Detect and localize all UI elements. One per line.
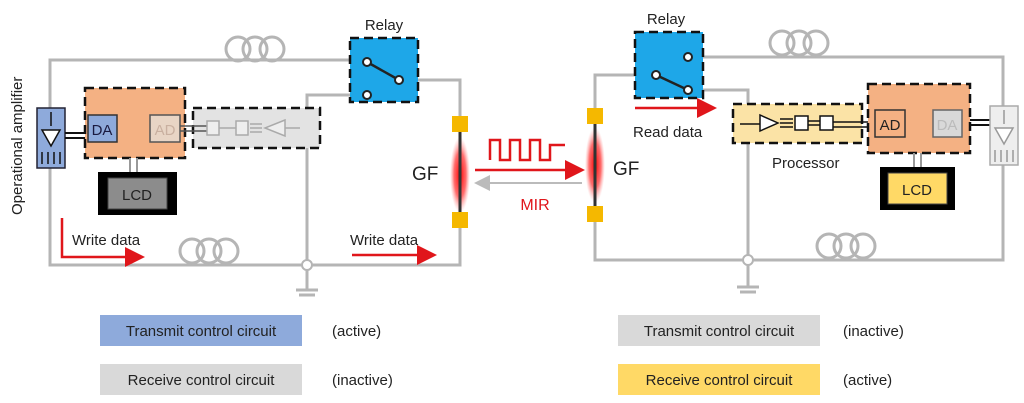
da-block	[932, 109, 963, 138]
write-data-arrow	[60, 218, 145, 267]
legend-swatch	[618, 315, 820, 346]
coil-icon	[815, 232, 877, 260]
ad-label: AD	[155, 122, 176, 139]
processor-chain-icon	[180, 118, 300, 138]
op-amp-label: Operational amplifier	[9, 77, 26, 215]
relay	[633, 30, 705, 100]
coil-icon	[768, 29, 830, 57]
glass-fiber-right	[585, 108, 605, 222]
glass-fiber-left	[450, 116, 470, 228]
legend-label: Transmit control circuit	[644, 323, 795, 340]
right-circuit: Relay Read data Processor AD DA	[585, 11, 1019, 294]
coil-icon	[178, 237, 240, 265]
relay-label: Relay	[365, 17, 404, 34]
relay	[348, 36, 420, 104]
legend-swatch	[100, 315, 302, 346]
relay-label: Relay	[647, 11, 686, 28]
legend-label: Receive control circuit	[646, 372, 794, 389]
junction	[742, 254, 754, 266]
da-label: DA	[92, 122, 113, 139]
lcd-right: LCD	[880, 167, 955, 210]
left-ground-wire	[305, 93, 367, 265]
lcd-left: LCD	[98, 172, 177, 215]
write-data-label: Write data	[350, 232, 419, 249]
legend-state: (active)	[332, 323, 381, 340]
junction	[301, 259, 313, 271]
ad-block	[149, 114, 181, 143]
pulse-waveform	[488, 138, 565, 162]
legend-state: (active)	[843, 372, 892, 389]
read-data-label: Read data	[633, 124, 703, 141]
legend-label: Transmit control circuit	[126, 323, 277, 340]
gf-label: GF	[412, 164, 438, 185]
lcd-connector	[913, 153, 922, 167]
mir-link: MIR	[474, 138, 585, 214]
op-amp-icon	[36, 107, 66, 169]
processor-label: Processor	[772, 155, 840, 172]
ad-label: AD	[880, 117, 901, 134]
legend-state: (inactive)	[843, 323, 904, 340]
legend-swatch	[100, 364, 302, 395]
lcd-label: LCD	[122, 187, 152, 204]
da-label: DA	[937, 117, 958, 134]
legend-label: Receive control circuit	[128, 372, 276, 389]
ad-block	[874, 109, 906, 138]
legend: Transmit control circuit (active) Receiv…	[100, 315, 904, 395]
coil-icon	[224, 35, 286, 63]
da-block	[87, 114, 118, 143]
legend-swatch	[618, 364, 820, 395]
lcd-connector	[129, 158, 138, 172]
left-circuit: Relay Operational amplifier DA AD	[9, 17, 470, 297]
left-wire-loop	[48, 58, 462, 267]
gf-label: GF	[613, 159, 639, 180]
write-data-label: Write data	[72, 232, 141, 249]
bus	[970, 119, 990, 126]
right-ground-wire	[688, 88, 750, 260]
legend-state: (inactive)	[332, 372, 393, 389]
op-amp-icon	[989, 105, 1019, 166]
lcd-label: LCD	[902, 182, 932, 199]
right-wire-loop	[593, 55, 1005, 262]
mir-label: MIR	[520, 197, 549, 214]
